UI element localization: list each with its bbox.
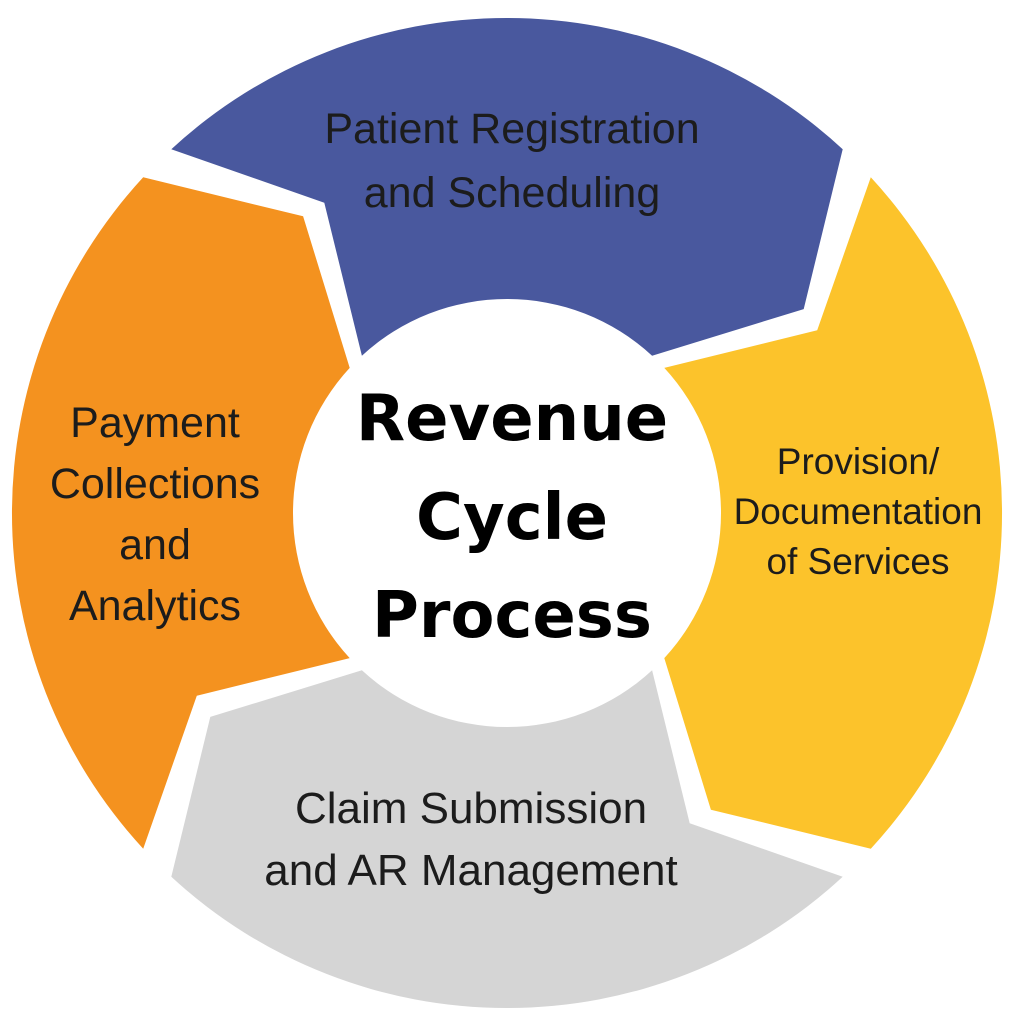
segment-left-label-line-2: Collections [50, 460, 260, 508]
segment-left-label-line-3: and [119, 521, 191, 569]
segment-bottom-label-line-1: Claim Submission [295, 784, 647, 833]
center-title-line-2: Cycle [416, 481, 608, 555]
segment-left-label-line-4: Analytics [69, 582, 241, 630]
segment-right-label-line-2: Documentation [734, 491, 983, 532]
segment-bottom-claim-submission-shape [171, 670, 843, 1009]
segment-left-label-line-1: Payment [70, 399, 240, 447]
segment-left-payment-collections-shape [11, 177, 350, 849]
center-title-line-1: Revenue [356, 382, 668, 456]
segment-right-label-line-3: of Services [766, 541, 949, 582]
segment-right-label-line-1: Provision/ [777, 441, 940, 482]
segment-top-label-line-1: Patient Registration [324, 105, 699, 153]
segment-bottom-label-line-2: and AR Management [264, 846, 677, 895]
segment-top-patient-registration-shape [171, 17, 843, 356]
segment-right-provision-documentation-shape [664, 177, 1003, 849]
segment-top-label-line-2: and Scheduling [364, 169, 660, 217]
center-title-line-3: Process [372, 579, 652, 653]
